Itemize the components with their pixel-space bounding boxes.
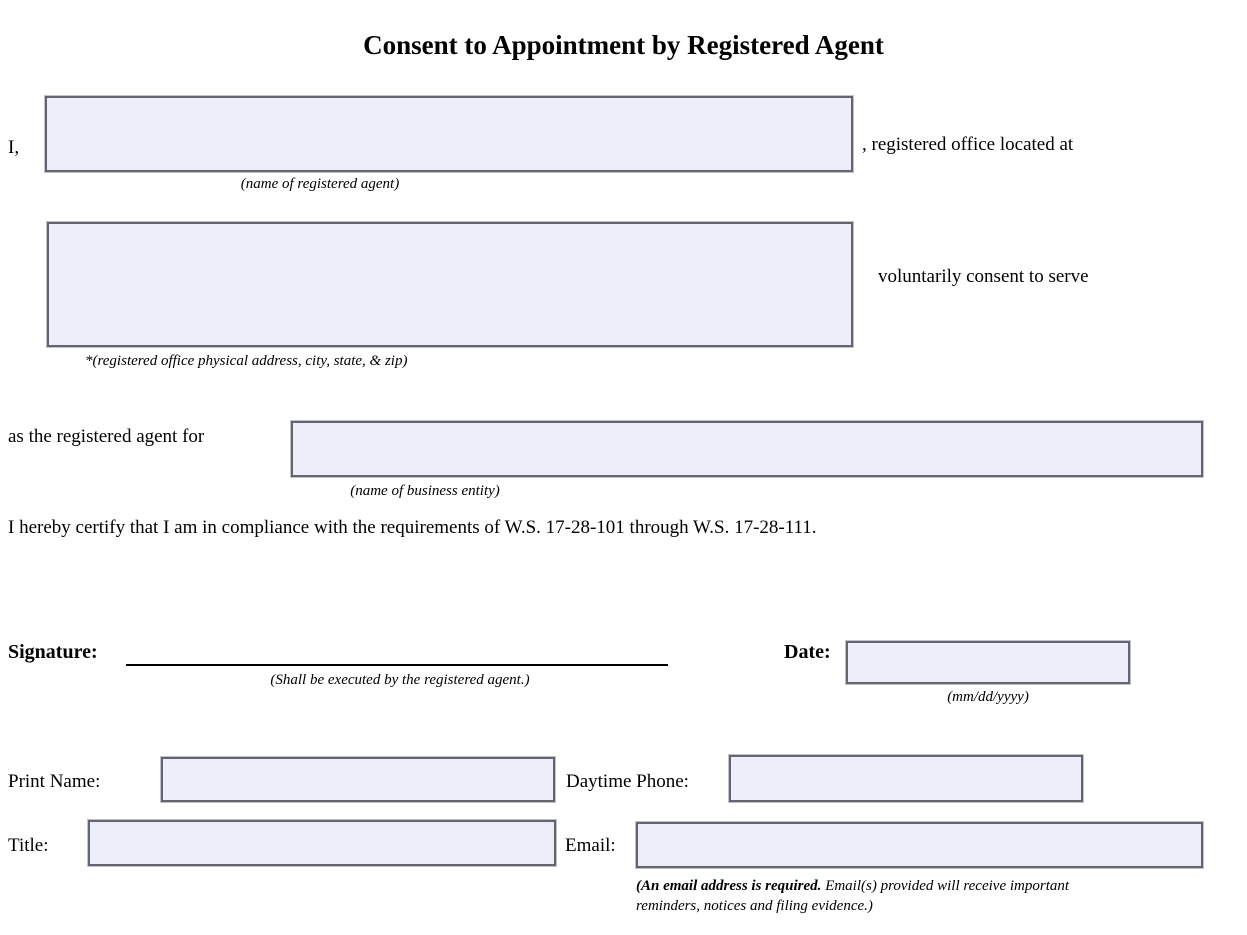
print-name-label: Print Name: bbox=[8, 771, 101, 792]
signature-caption: (Shall be executed by the registered age… bbox=[270, 672, 530, 688]
title-field[interactable] bbox=[88, 820, 556, 866]
line2-suffix: voluntarily consent to serve bbox=[878, 266, 1089, 287]
line3-prefix: as the registered agent for bbox=[8, 426, 205, 447]
registered-office-address-caption: *(registered office physical address, ci… bbox=[85, 353, 408, 369]
date-caption: (mm/dd/yyyy) bbox=[947, 689, 1029, 705]
registered-agent-name-caption: (name of registered agent) bbox=[240, 176, 400, 192]
email-required-note-bold: (An email address is required. bbox=[636, 878, 822, 894]
business-entity-name-caption: (name of business entity) bbox=[350, 483, 500, 499]
date-field[interactable] bbox=[846, 641, 1130, 684]
registered-agent-name-field[interactable] bbox=[45, 96, 853, 172]
email-required-note-rest: Email(s) provided will receive important… bbox=[636, 878, 1070, 915]
business-entity-name-field[interactable] bbox=[291, 421, 1203, 477]
form-title: Consent to Appointment by Registered Age… bbox=[363, 30, 884, 60]
email-label: Email: bbox=[565, 835, 616, 856]
print-name-field[interactable] bbox=[161, 757, 555, 802]
daytime-phone-label: Daytime Phone: bbox=[566, 771, 689, 792]
line1-prefix: I, bbox=[8, 137, 20, 158]
email-field[interactable] bbox=[636, 822, 1203, 868]
email-required-note: (An email address is required. Email(s) … bbox=[636, 876, 1126, 917]
registered-office-address-field[interactable] bbox=[47, 222, 853, 347]
signature-line[interactable] bbox=[126, 636, 668, 666]
date-label: Date: bbox=[784, 641, 831, 663]
signature-label: Signature: bbox=[8, 641, 98, 663]
line1-suffix: , registered office located at bbox=[862, 134, 1074, 155]
title-label: Title: bbox=[8, 835, 49, 856]
daytime-phone-field[interactable] bbox=[729, 755, 1083, 802]
certification-statement: I hereby certify that I am in compliance… bbox=[8, 517, 817, 538]
